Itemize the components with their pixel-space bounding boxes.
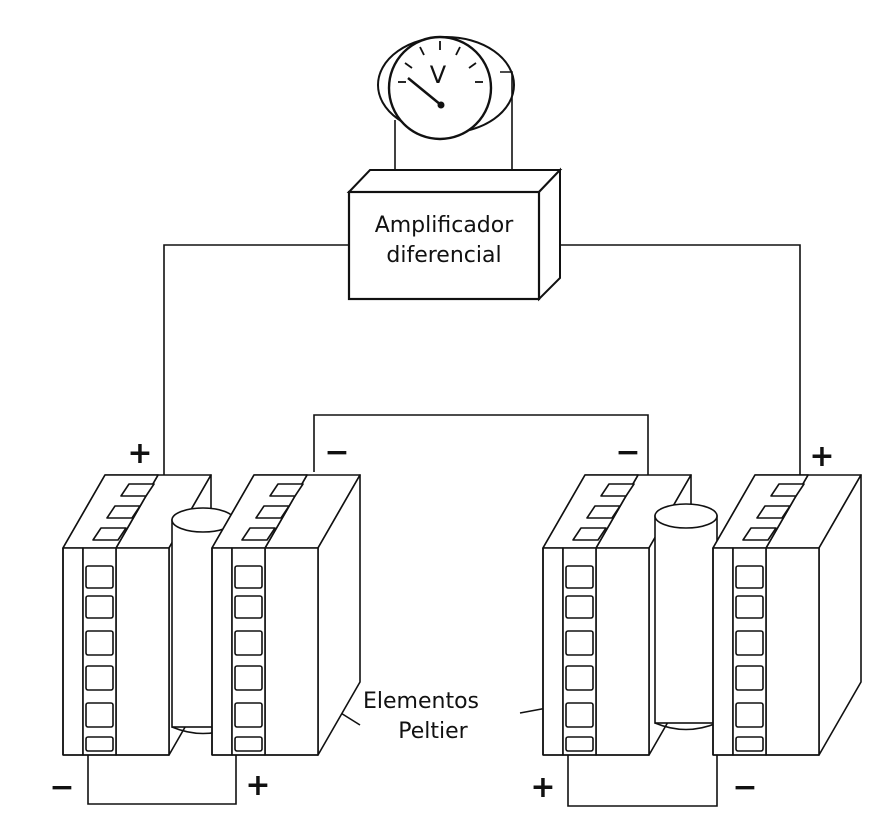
peltier-label-line1: Elementos (363, 689, 479, 714)
sign-left-top: + (127, 436, 152, 471)
left-peltier-assembly (62, 474, 361, 756)
amplifier-label-line2: diferencial (386, 243, 501, 268)
voltmeter-icon: V (377, 35, 515, 141)
amplifier-label-line1: Amplificador (375, 213, 515, 238)
meter-wires (394, 71, 513, 175)
amplifier-box: Amplificador diferencial (346, 167, 563, 302)
sign-right-top: + (809, 439, 834, 474)
sign-left-bottom: − (49, 770, 74, 805)
voltmeter-symbol: V (430, 61, 447, 89)
peltier-module-icon (211, 474, 361, 756)
circuit-wires (87, 244, 801, 807)
sample-cylinder-icon (654, 503, 718, 731)
peltier-label-line2: Peltier (398, 719, 468, 744)
right-peltier-assembly (542, 474, 862, 756)
sign-inner-right-top: − (615, 435, 640, 470)
peltier-module-icon (712, 474, 862, 756)
sign-right-bottom: − (732, 770, 757, 805)
sign-inner-right-bottom: + (530, 770, 555, 805)
sign-inner-left-bottom: + (245, 768, 270, 803)
sign-inner-left-top: − (324, 435, 349, 470)
